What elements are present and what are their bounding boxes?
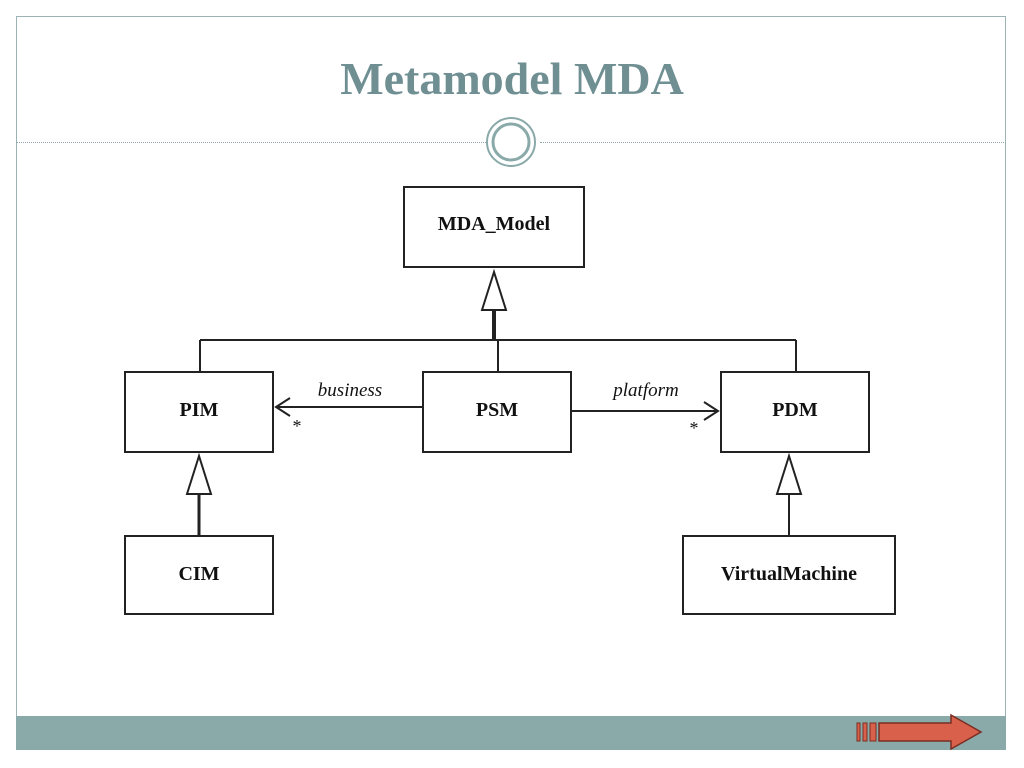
node-cim: CIM [124, 535, 274, 615]
svg-text:PSM: PSM [476, 399, 518, 421]
node-mda-model: MDA_Model [403, 186, 585, 268]
generalization-triangle-icon [775, 452, 803, 495]
svg-text:*: * [690, 418, 699, 438]
svg-text:platform: platform [611, 380, 678, 401]
title-divider-right [540, 142, 1006, 143]
next-slide-arrow-icon[interactable] [855, 713, 985, 751]
svg-text:VirtualMachine: VirtualMachine [721, 563, 857, 585]
footer-bar [16, 716, 1006, 750]
edge-platform: platform * [571, 380, 720, 438]
svg-text:PDM: PDM [772, 399, 818, 421]
generalization-lines [199, 310, 797, 372]
svg-text:business: business [318, 380, 382, 401]
edge-cim-to-pim [185, 452, 213, 536]
node-virtual-machine: VirtualMachine [682, 535, 896, 615]
node-psm: PSM [422, 371, 572, 453]
edge-virtual-machine-to-pdm [775, 452, 803, 536]
node-pdm: PDM [720, 371, 870, 453]
svg-text:CIM: CIM [178, 563, 219, 585]
edge-business: business * [274, 380, 423, 436]
node-pim: PIM [124, 371, 274, 453]
svg-text:MDA_Model: MDA_Model [438, 213, 551, 235]
svg-text:PIM: PIM [180, 399, 219, 421]
circle-ornament-icon [486, 117, 536, 167]
slide-title: Metamodel MDA [340, 53, 684, 104]
generalization-triangle-icon [480, 268, 508, 311]
title-divider-left [16, 142, 486, 143]
svg-text:*: * [293, 416, 302, 436]
generalization-triangle-icon [185, 452, 213, 495]
